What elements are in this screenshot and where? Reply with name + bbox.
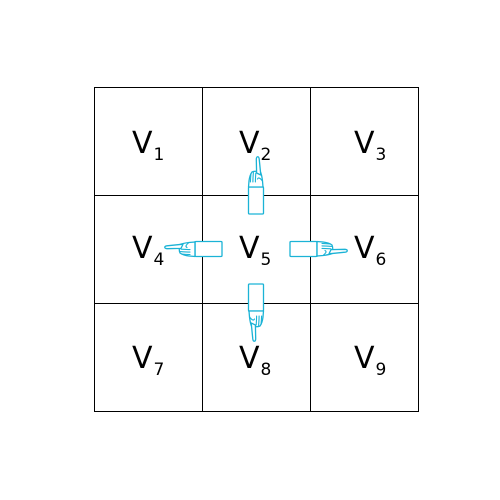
pointing-hand-up-icon — [247, 156, 265, 215]
cell-label-v3: V3 — [354, 126, 386, 165]
grid — [94, 87, 419, 412]
cell-label-v7: V7 — [132, 341, 164, 380]
cell-label-v5: V5 — [239, 231, 271, 270]
cell-label-v6: V6 — [354, 231, 386, 270]
cell-label-v4: V4 — [132, 231, 164, 270]
pointing-hand-down-icon — [247, 283, 265, 342]
cell-label-v8: V8 — [239, 341, 271, 380]
cell-labels: V1 V2 V3 V4 V5 V6 V7 V8 V9 — [132, 126, 386, 380]
cell-label-v1: V1 — [132, 126, 164, 165]
pointing-hand-right-icon — [289, 240, 348, 258]
pointing-hand-left-icon — [164, 240, 223, 258]
cell-label-v2: V2 — [239, 126, 271, 165]
grid-border — [94, 87, 419, 412]
cell-label-v9: V9 — [354, 341, 386, 380]
